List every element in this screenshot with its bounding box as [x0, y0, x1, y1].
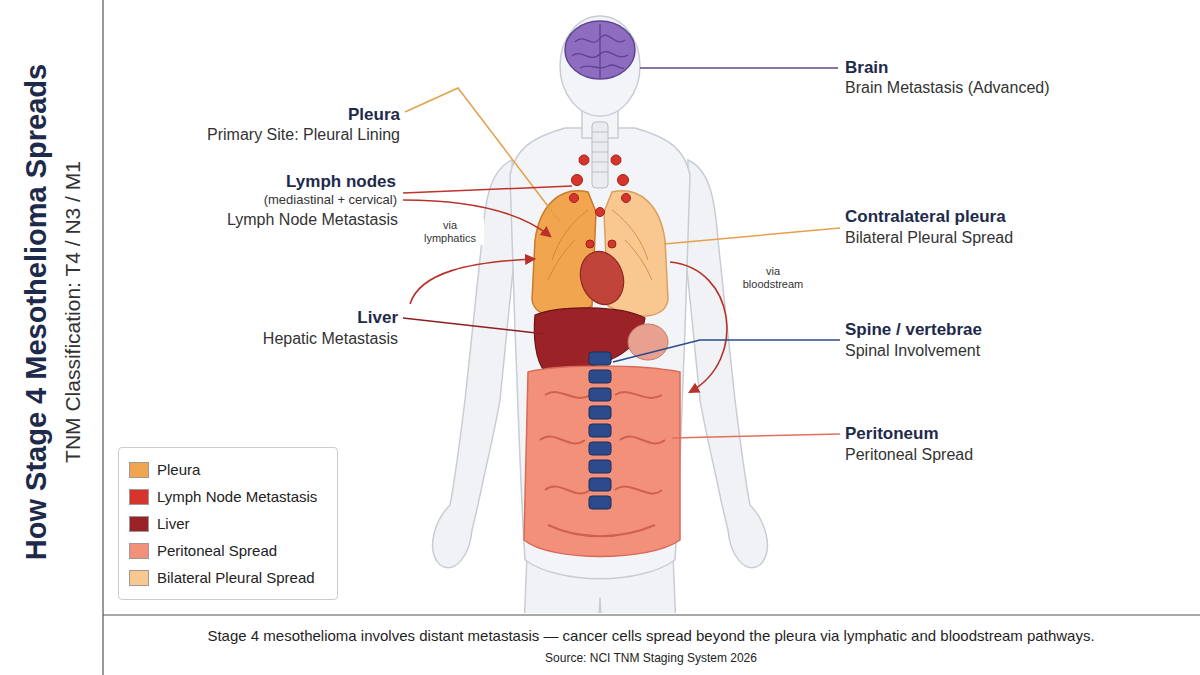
callout-text: Primary Site: Pleural Lining [207, 126, 400, 144]
callout-text: Peritoneal Spread [845, 446, 973, 464]
callout-heading: Pleura [348, 105, 400, 125]
callout-heading: Peritoneum [845, 424, 939, 444]
stomach [628, 324, 668, 360]
legend-text: Bilateral Pleural Spread [157, 569, 315, 586]
spine [589, 352, 611, 509]
diagram-title: How Stage 4 Mesothelioma Spreads [20, 64, 53, 560]
spread-arrow [670, 262, 727, 392]
callout-heading: Liver [357, 308, 398, 328]
callout-text: Spinal Involvement [845, 342, 980, 360]
callout-heading: Lymph nodes [286, 172, 396, 192]
callout-text: Hepatic Metastasis [263, 330, 398, 348]
subtitle: TNM Classification: T4 / N3 / M1 [61, 161, 85, 463]
callout-heading: Brain [845, 58, 888, 78]
callout-text: Bilateral Pleural Spread [845, 229, 1013, 247]
arm [685, 160, 767, 568]
legend-row: Peritoneal Spread [129, 537, 327, 564]
legend-swatch [129, 462, 149, 478]
intestines [540, 392, 665, 536]
peritoneum [524, 366, 680, 557]
legend-swatch [129, 489, 149, 505]
legend-row: Pleura [129, 456, 327, 483]
legend-text: Peritoneal Spread [157, 542, 277, 559]
trachea [592, 122, 608, 188]
pathway-label: via lymphatics [416, 218, 484, 245]
leader-line [403, 318, 545, 334]
leader-line [672, 434, 840, 438]
legend-text: Liver [157, 515, 190, 532]
legend-text: Pleura [157, 461, 200, 478]
lymph-nodes [570, 155, 631, 248]
trachea-rings [592, 132, 608, 172]
legend-box: PleuraLymph Node MetastasisLiverPeritone… [118, 447, 338, 600]
callout-note: (mediastinal + cervical) [264, 193, 397, 208]
legend-swatch [129, 570, 149, 586]
legend-row: Lymph Node Metastasis [129, 483, 327, 510]
leader-line [613, 340, 840, 362]
callout-heading: Spine / vertebrae [845, 320, 982, 340]
leader-line [664, 228, 840, 244]
leader-line [403, 186, 572, 193]
sidebar-rule [102, 0, 103, 675]
leader-line [640, 67, 838, 68]
pathway-label: via bloodstream [734, 264, 812, 291]
brain-folds [572, 24, 628, 78]
caption: Stage 4 mesothelioma involves distant me… [207, 627, 1094, 644]
footer-rule [103, 614, 1200, 615]
leader-line [405, 88, 560, 222]
callout-text: Lymph Node Metastasis [227, 211, 398, 229]
spread-arrow [410, 259, 534, 304]
legend-row: Liver [129, 510, 327, 537]
source-note: Source: NCI TNM Staging System 2026 [545, 652, 757, 666]
legend-row: Bilateral Pleural Spread [129, 564, 327, 591]
head [560, 16, 640, 116]
callout-text: Brain Metastasis (Advanced) [845, 79, 1050, 97]
torso [510, 128, 690, 579]
callout-heading: Contralateral pleura [845, 207, 1006, 227]
heart [574, 246, 631, 310]
figure [433, 16, 768, 613]
legend-swatch [129, 516, 149, 532]
brain [565, 21, 635, 79]
legend-text: Lymph Node Metastasis [157, 488, 317, 505]
legend-swatch [129, 543, 149, 559]
